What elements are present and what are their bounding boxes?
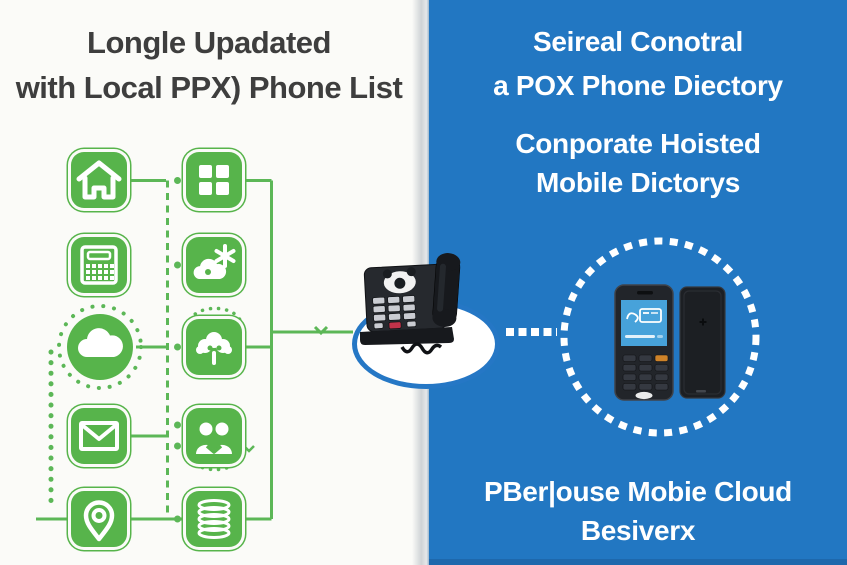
down-arrow-icon (313, 325, 329, 336)
team-glyph (195, 422, 233, 454)
left-title: Longle Upadated with Local PPX) Phone Li… (0, 20, 418, 110)
white-dotted-connectors (506, 237, 760, 437)
desk-phone-handset (432, 253, 461, 327)
left-title-line2: with Local PPX) Phone List (15, 70, 403, 105)
app-grid-icon (186, 152, 242, 208)
database-icon (186, 491, 242, 547)
desk-phone-illustration (360, 253, 461, 355)
right-heading-mid: Conporate Hoisted Mobile Dictorys (429, 124, 847, 202)
right-heading-mid-line1: Conporate Hoisted (515, 128, 761, 159)
desk-phone-base (360, 327, 454, 345)
right-heading-bottom-line2: Besiverx (580, 515, 696, 546)
right-heading-top-line2: a POX Phone Diectory (493, 70, 783, 101)
junction-dots (174, 177, 181, 523)
mobile-keypad (622, 354, 669, 391)
mobile-phone-front (614, 284, 674, 401)
cloud-snowflake-glyph (193, 244, 236, 279)
right-heading-bottom-line1: PBer|ouse Mobie Cloud (483, 476, 792, 507)
right-heading-top: Seireal Conotral a POX Phone Diectory (429, 20, 847, 108)
dotted-circle (560, 237, 760, 437)
left-title-line1: Longle Upadated (87, 25, 331, 60)
desk-phone-keypad (372, 295, 417, 330)
right-panel (429, 0, 847, 565)
database-glyph (197, 499, 231, 539)
right-panel-bottom-strip (429, 559, 847, 565)
cloud-snowflake-icon (186, 237, 242, 293)
app-grid-glyph (199, 165, 229, 195)
team-icon (186, 408, 242, 464)
location-pin-icon (71, 491, 127, 547)
cloud-icon (67, 314, 133, 380)
tree-glyph (196, 332, 232, 365)
envelope-icon (71, 408, 127, 464)
home-icon (71, 152, 127, 208)
tree-icon (186, 319, 242, 375)
cloud-glyph (78, 328, 123, 357)
calculator-glyph (80, 245, 118, 285)
mobile-phone-back (679, 286, 726, 399)
calculator-icon (71, 237, 127, 293)
small-arrow-icon (243, 445, 255, 453)
home-glyph (76, 160, 122, 200)
green-connectors (36, 179, 353, 521)
envelope-glyph (79, 421, 119, 451)
right-heading-bottom: PBer|ouse Mobie Cloud Besiverx (429, 472, 847, 550)
right-heading-mid-line2: Mobile Dictorys (536, 167, 740, 198)
right-heading-top-line1: Seireal Conotral (533, 26, 743, 57)
desk-phone-cord (400, 342, 443, 355)
location-pin-glyph (83, 500, 115, 542)
mobile-phone-illustration (614, 284, 726, 401)
desk-phone-body (363, 263, 448, 333)
